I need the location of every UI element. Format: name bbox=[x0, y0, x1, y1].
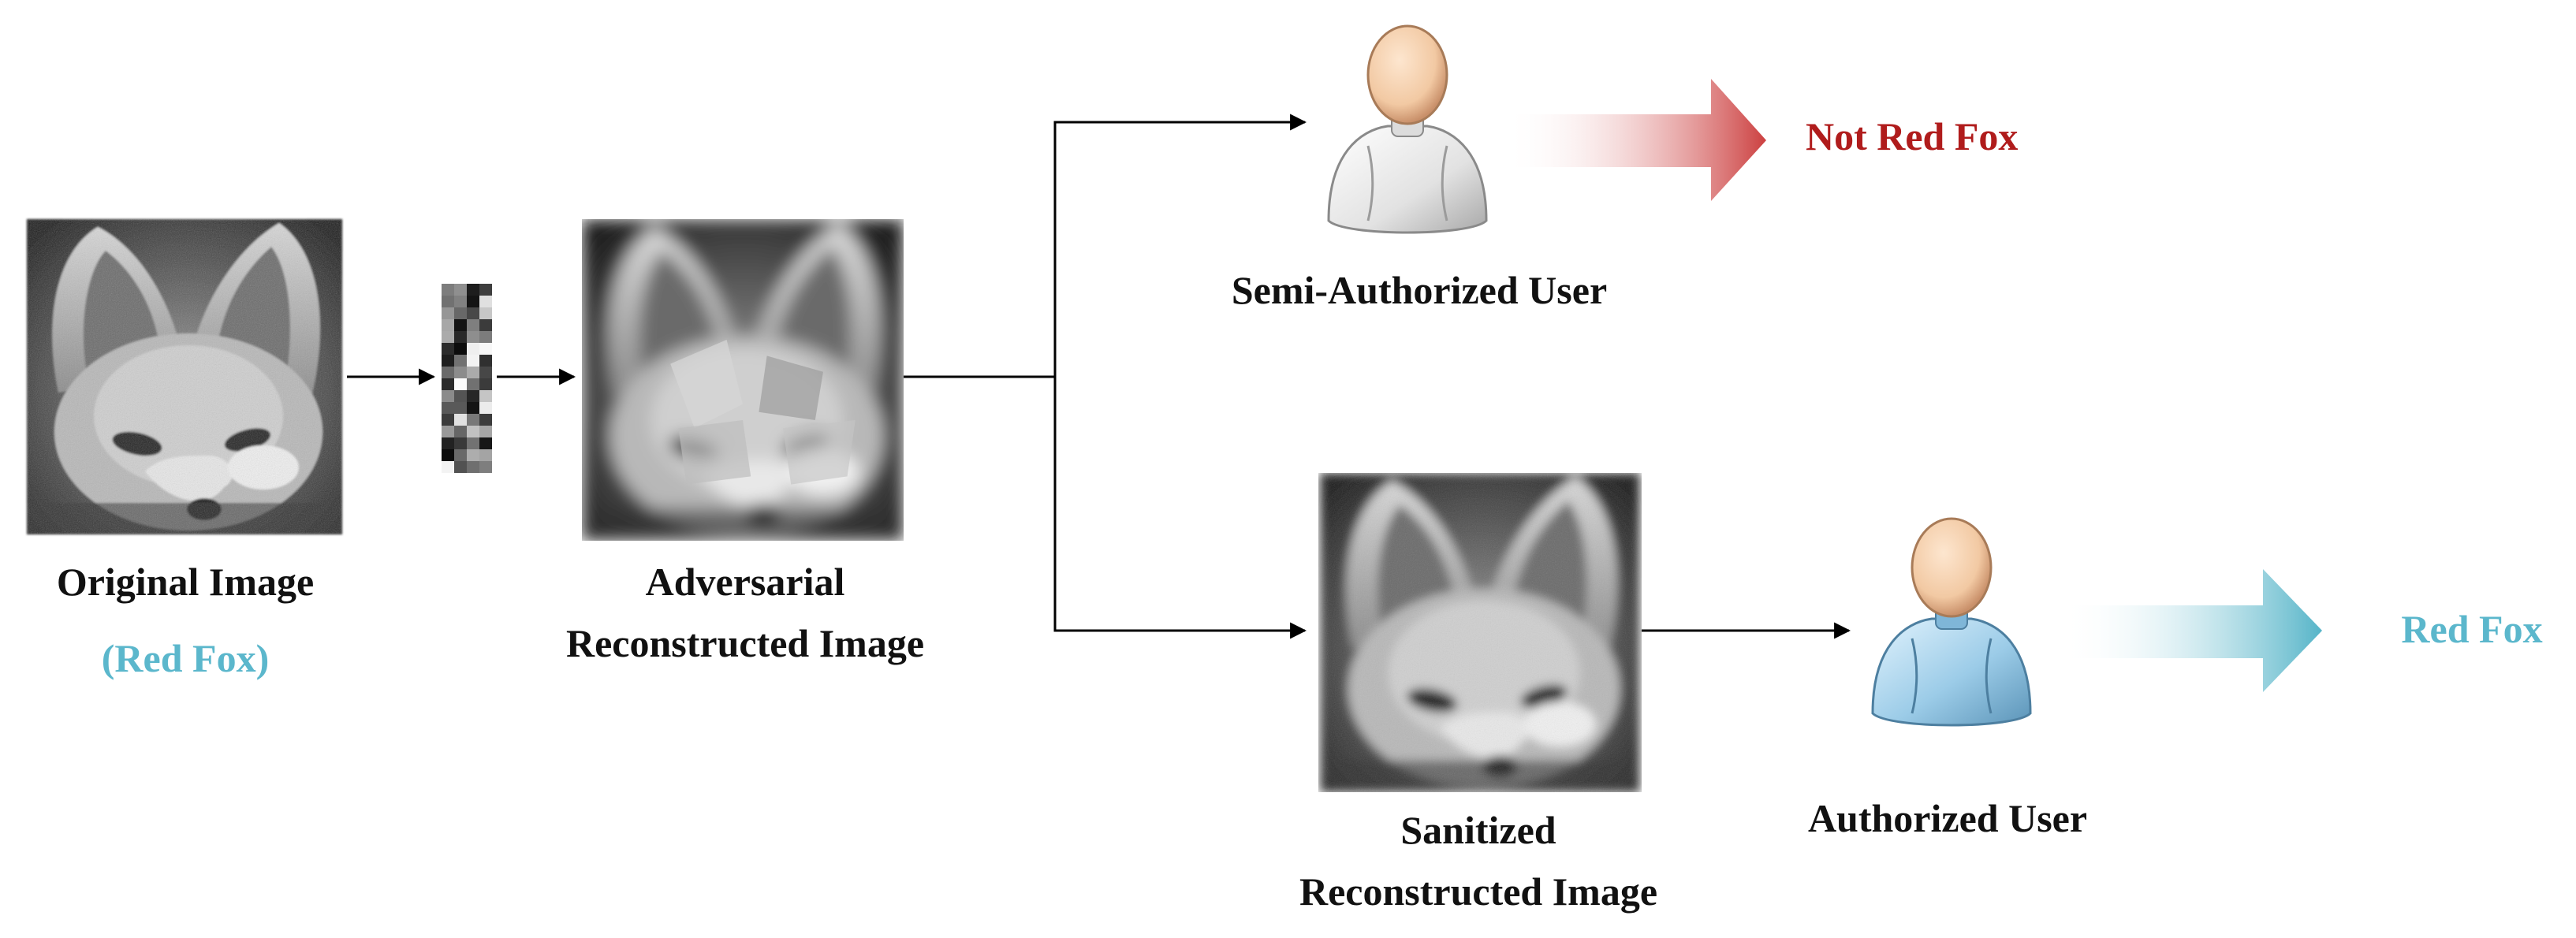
latent-cell bbox=[454, 307, 467, 319]
latent-cell bbox=[467, 461, 479, 473]
authorized-user-icon bbox=[1871, 517, 2032, 727]
latent-cell bbox=[479, 296, 492, 307]
latent-cell bbox=[479, 355, 492, 367]
latent-cell bbox=[479, 307, 492, 319]
sanitized-title-line1: Sanitized bbox=[1400, 808, 1556, 852]
latent-cell bbox=[467, 449, 479, 461]
semi-user-prediction: Not Red Fox bbox=[1806, 114, 2019, 158]
latent-cell bbox=[454, 296, 467, 307]
sanitized-title-line2: Reconstructed Image bbox=[1299, 869, 1658, 914]
latent-cell bbox=[479, 426, 492, 437]
latent-cell bbox=[467, 437, 479, 449]
latent-cell bbox=[454, 343, 467, 355]
adversarial-image-title: Adversarial Reconstructed Image bbox=[489, 552, 1001, 674]
latent-cell bbox=[479, 367, 492, 378]
latent-cell bbox=[479, 343, 492, 355]
latent-cell bbox=[442, 437, 454, 449]
latent-cell bbox=[479, 461, 492, 473]
latent-cell bbox=[442, 355, 454, 367]
sanitized-image bbox=[1320, 473, 1640, 792]
latent-cell bbox=[467, 331, 479, 343]
latent-cell bbox=[479, 390, 492, 402]
adversarial-title-line2: Reconstructed Image bbox=[565, 620, 925, 665]
latent-cell bbox=[442, 414, 454, 426]
semi-authorized-user-icon bbox=[1327, 24, 1488, 234]
latent-cell bbox=[442, 402, 454, 414]
latent-cell bbox=[442, 426, 454, 437]
not-red-fox-arrow-icon bbox=[1506, 79, 1766, 201]
latent-cell bbox=[467, 307, 479, 319]
latent-cell bbox=[467, 414, 479, 426]
latent-cell bbox=[467, 284, 479, 296]
original-image-title: Original Image bbox=[56, 560, 315, 604]
latent-cell bbox=[479, 437, 492, 449]
latent-cell bbox=[442, 343, 454, 355]
latent-cell bbox=[442, 296, 454, 307]
latent-cell bbox=[454, 437, 467, 449]
latent-cell bbox=[442, 331, 454, 343]
latent-cell bbox=[479, 319, 492, 331]
latent-cell bbox=[442, 307, 454, 319]
authorized-user-label: Authorized User bbox=[1807, 796, 2088, 840]
latent-cell bbox=[467, 378, 479, 390]
latent-cell bbox=[467, 426, 479, 437]
original-image bbox=[27, 219, 342, 534]
adversarial-image bbox=[582, 219, 904, 541]
latent-cell bbox=[442, 367, 454, 378]
latent-cell bbox=[479, 378, 492, 390]
latent-cell bbox=[454, 284, 467, 296]
latent-cell bbox=[442, 378, 454, 390]
latent-cell bbox=[454, 355, 467, 367]
latent-cell bbox=[467, 319, 479, 331]
latent-cell bbox=[454, 331, 467, 343]
split-connector bbox=[904, 114, 1307, 639]
latent-cell bbox=[467, 390, 479, 402]
semi-authorized-user-label: Semi-Authorized User bbox=[1231, 268, 1608, 312]
latent-cell bbox=[454, 461, 467, 473]
latent-cell bbox=[454, 414, 467, 426]
sanitized-image-title: Sanitized Reconstructed Image bbox=[1218, 800, 1739, 922]
latent-cell bbox=[479, 402, 492, 414]
latent-cell bbox=[479, 331, 492, 343]
latent-cell bbox=[454, 378, 467, 390]
latent-cell bbox=[467, 367, 479, 378]
red-fox-arrow-icon bbox=[2062, 569, 2322, 692]
latent-cell bbox=[442, 449, 454, 461]
latent-cell bbox=[454, 449, 467, 461]
latent-cell bbox=[454, 426, 467, 437]
latent-cell bbox=[467, 296, 479, 307]
latent-cell bbox=[442, 390, 454, 402]
latent-cell bbox=[467, 402, 479, 414]
latent-cell bbox=[479, 284, 492, 296]
latent-cell bbox=[454, 367, 467, 378]
latent-cell bbox=[442, 284, 454, 296]
latent-cell bbox=[442, 461, 454, 473]
latent-code bbox=[442, 284, 492, 473]
auth-user-prediction: Red Fox bbox=[2401, 607, 2543, 651]
latent-cell bbox=[454, 319, 467, 331]
latent-cell bbox=[467, 343, 479, 355]
latent-cell bbox=[442, 319, 454, 331]
original-class-label: (Red Fox) bbox=[101, 636, 270, 680]
latent-cell bbox=[454, 390, 467, 402]
latent-cell bbox=[467, 355, 479, 367]
latent-cell bbox=[479, 449, 492, 461]
latent-cell bbox=[454, 402, 467, 414]
latent-cell bbox=[479, 414, 492, 426]
adversarial-title-line1: Adversarial bbox=[645, 560, 845, 604]
